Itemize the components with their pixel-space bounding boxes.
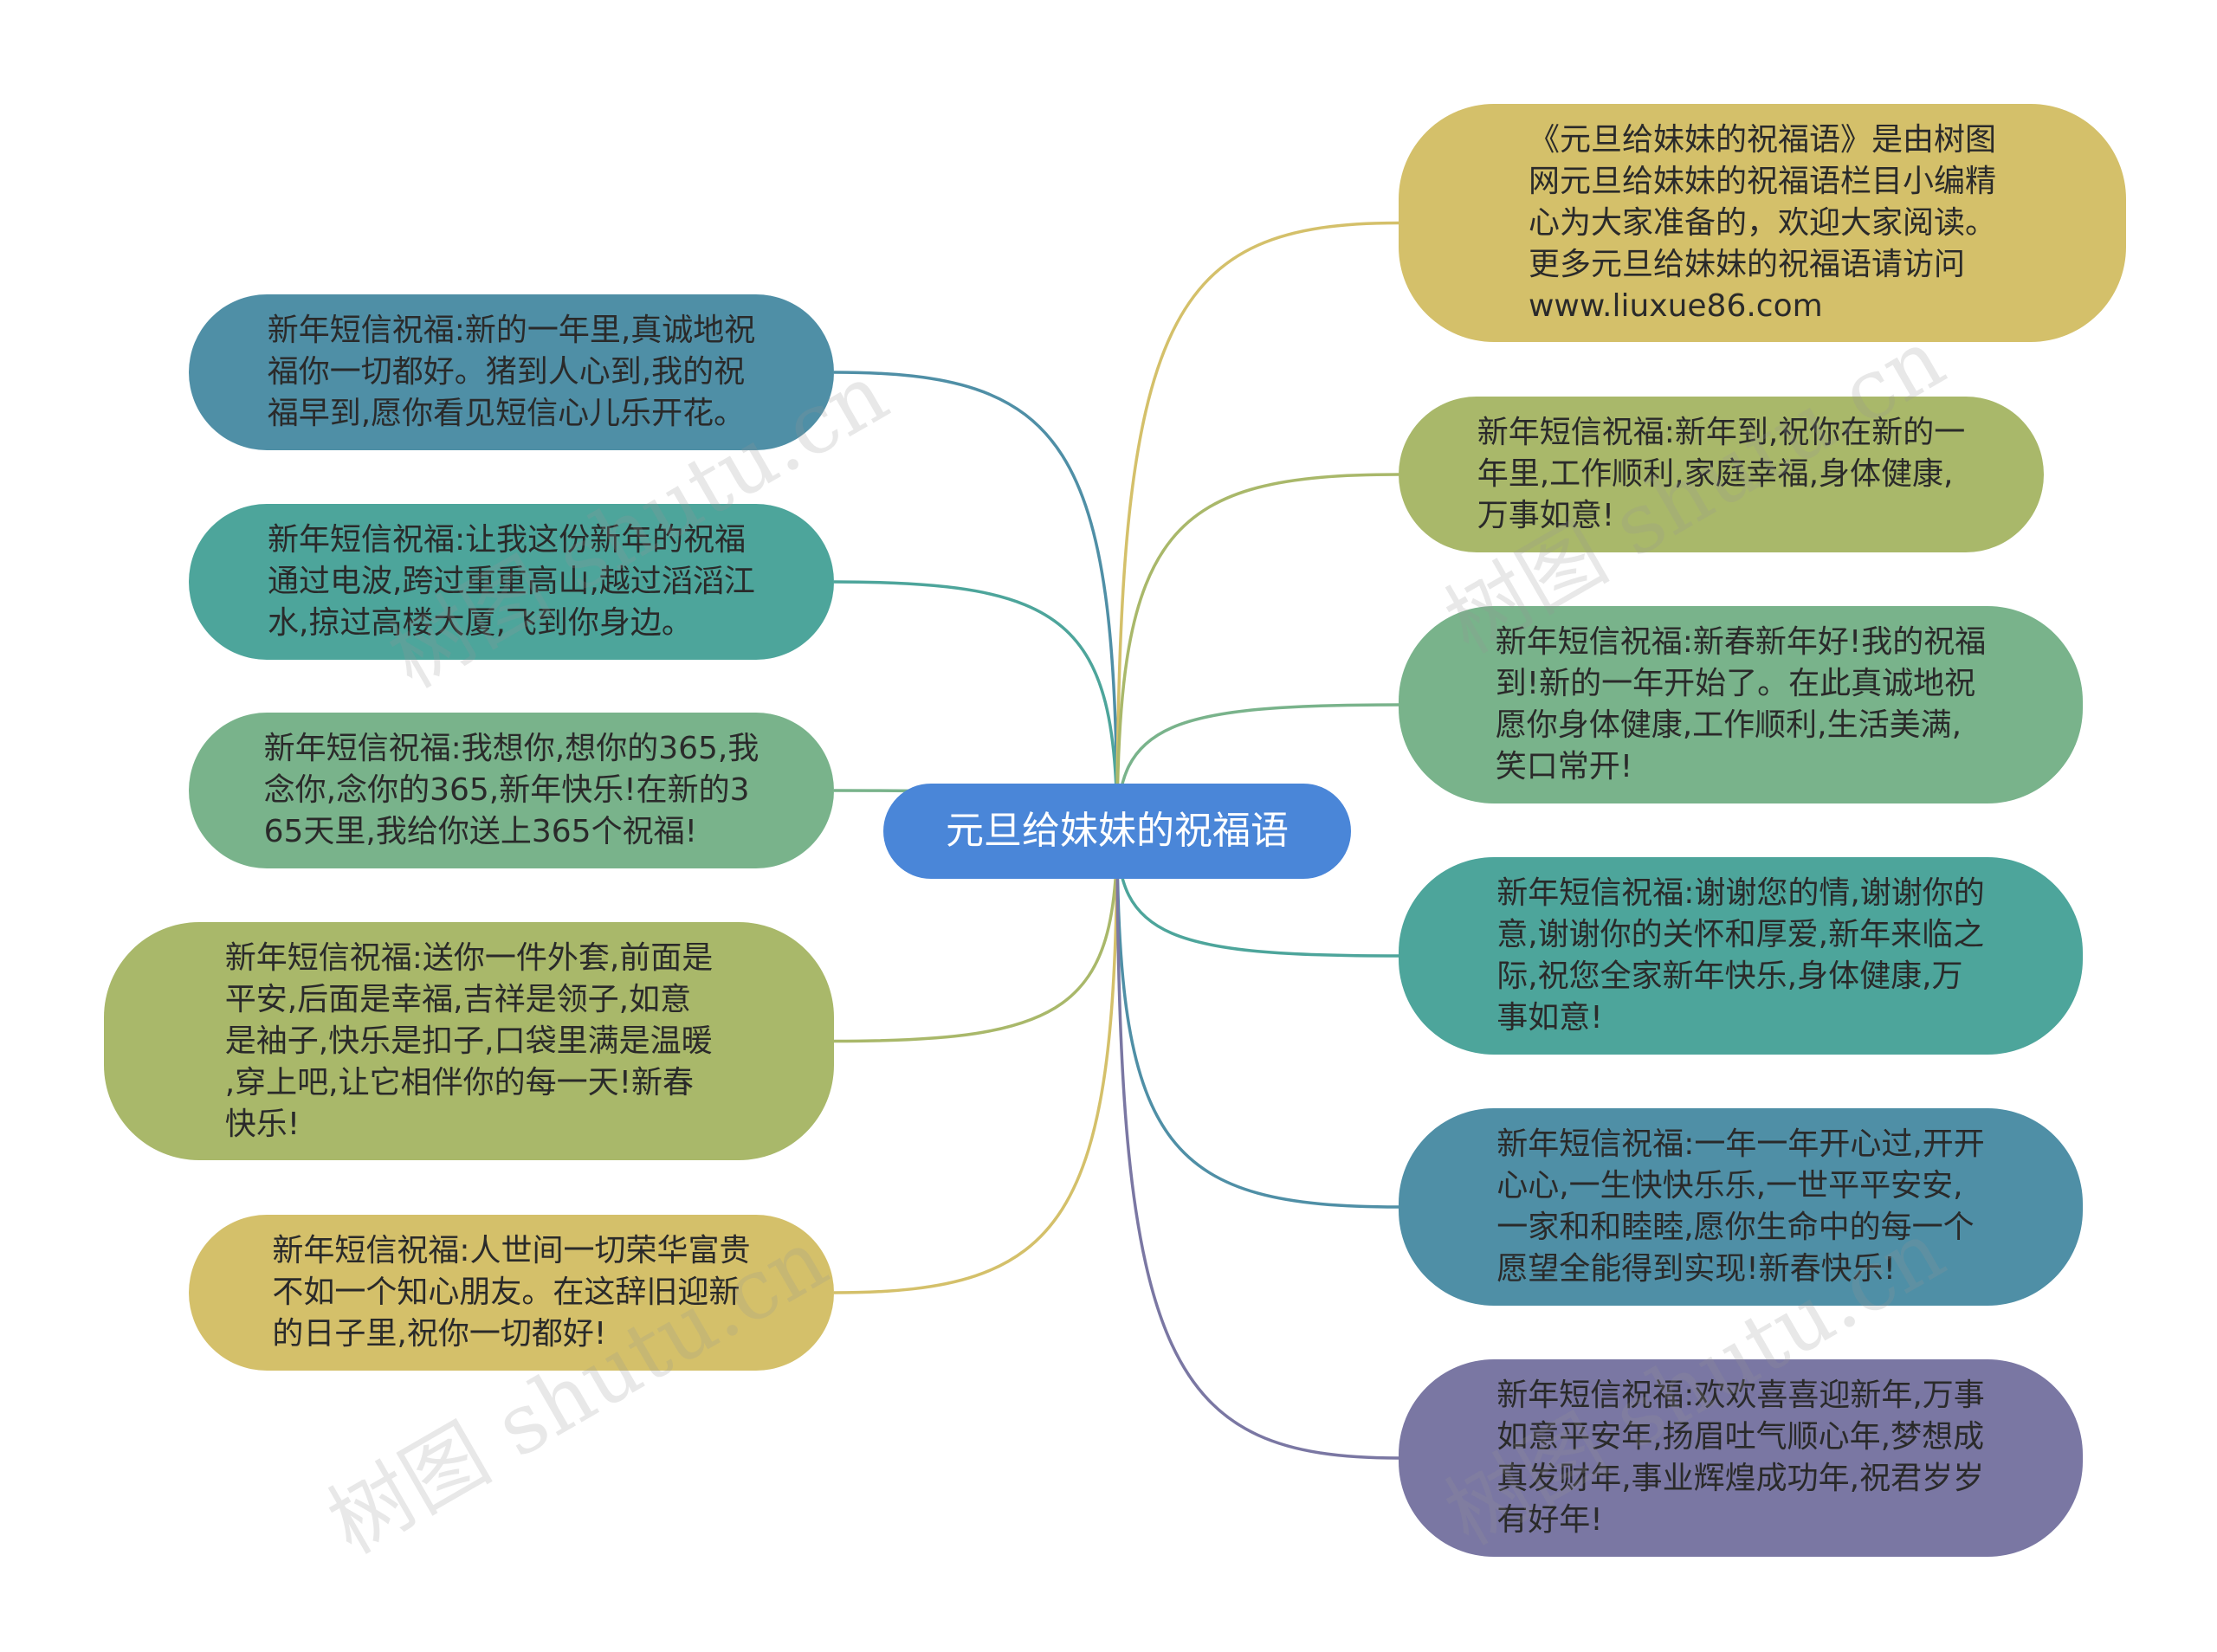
left-branch-5-text: 新年短信祝福:人世间一切荣华富贵 不如一个知心朋友。在这辞旧迎新 的日子里,祝你… [272, 1233, 751, 1352]
left-branch-3-text: 新年短信祝福:我想你,想你的365,我 念你,念你的365,新年快乐!在新的3 … [263, 731, 759, 849]
right-branch-3[interactable]: 新年短信祝福:新春新年好!我的祝福 到!新的一年开始了。在此真诚地祝 愿你身体健… [1399, 606, 2083, 803]
left-branch-4-text: 新年短信祝福:送你一件外套,前面是 平安,后面是幸福,吉祥是领子,如意 是袖子,… [224, 939, 714, 1142]
left-branch-1-text: 新年短信祝福:新的一年里,真诚地祝 福你一切都好。猪到人心到,我的祝 福早到,愿… [267, 313, 756, 431]
root-topic-label: 元旦给妹妹的祝福语 [946, 809, 1289, 853]
right-branch-1-text: 《元旦给妹妹的祝福语》是由树图 网元旦给妹妹的祝福语栏目小编精 心为大家准备的，… [1528, 121, 1996, 324]
right-connector-2 [1115, 473, 1399, 832]
right-branch-4-text: 新年短信祝福:谢谢您的情,谢谢你的 意,谢谢你的关怀和厚爱,新年来临之 际,祝您… [1496, 875, 1985, 1036]
left-branch-3[interactable]: 新年短信祝福:我想你,想你的365,我 念你,念你的365,新年快乐!在新的3 … [189, 713, 834, 868]
right-branch-2[interactable]: 新年短信祝福:新年到,祝你在新的一 年里,工作顺利,家庭幸福,身体健康, 万事如… [1399, 397, 2044, 552]
right-branch-5[interactable]: 新年短信祝福:一年一年开心过,开开 心心,一生快快乐乐,一世平平安安, 一家和和… [1399, 1108, 2083, 1306]
left-branch-1[interactable]: 新年短信祝福:新的一年里,真诚地祝 福你一切都好。猪到人心到,我的祝 福早到,愿… [189, 294, 834, 450]
right-branch-6[interactable]: 新年短信祝福:欢欢喜喜迎新年,万事 如意平安年,扬眉吐气顺心年,梦想成 真发财年… [1399, 1359, 2083, 1557]
left-branch-4[interactable]: 新年短信祝福:送你一件外套,前面是 平安,后面是幸福,吉祥是领子,如意 是袖子,… [104, 922, 834, 1160]
right-branch-5-text: 新年短信祝福:一年一年开心过,开开 心心,一生快快乐乐,一世平平安安, 一家和和… [1496, 1126, 1985, 1287]
right-branch-1[interactable]: 《元旦给妹妹的祝福语》是由树图 网元旦给妹妹的祝福语栏目小编精 心为大家准备的，… [1399, 104, 2126, 342]
right-branch-6-text: 新年短信祝福:欢欢喜喜迎新年,万事 如意平安年,扬眉吐气顺心年,梦想成 真发财年… [1496, 1378, 1985, 1538]
root-topic[interactable]: 元旦给妹妹的祝福语 [883, 784, 1351, 879]
right-connector-1 [1115, 221, 1399, 832]
left-branch-5[interactable]: 新年短信祝福:人世间一切荣华富贵 不如一个知心朋友。在这辞旧迎新 的日子里,祝你… [189, 1215, 834, 1371]
right-connector-5 [1115, 830, 1399, 1209]
left-branch-2-text: 新年短信祝福:让我这份新年的祝福 通过电波,跨过重重高山,越过滔滔江 水,掠过高… [268, 522, 755, 641]
left-connector-1 [833, 371, 1119, 832]
left-connector-2 [833, 580, 1119, 832]
left-connector-4 [833, 830, 1119, 1043]
left-connector-5 [833, 830, 1119, 1294]
right-branch-2-text: 新年短信祝福:新年到,祝你在新的一 年里,工作顺利,家庭幸福,身体健康, 万事如… [1477, 415, 1966, 533]
right-branch-4[interactable]: 新年短信祝福:谢谢您的情,谢谢你的 意,谢谢你的关怀和厚爱,新年来临之 际,祝您… [1399, 857, 2083, 1055]
right-connector-6 [1115, 830, 1399, 1460]
right-branch-3-text: 新年短信祝福:新春新年好!我的祝福 到!新的一年开始了。在此真诚地祝 愿你身体健… [1495, 624, 1987, 784]
left-branch-2[interactable]: 新年短信祝福:让我这份新年的祝福 通过电波,跨过重重高山,越过滔滔江 水,掠过高… [189, 504, 834, 660]
